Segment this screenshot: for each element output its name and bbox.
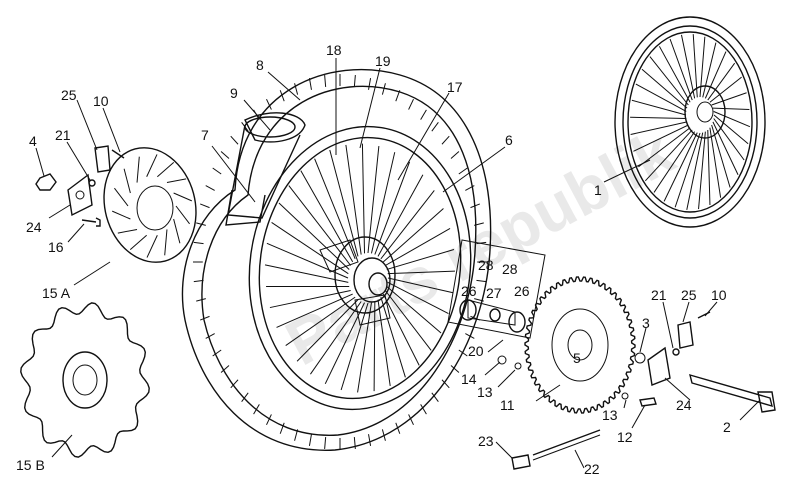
- callout-labels: 1 2 3 4 5 6 7 8 9 10 10 11 12 13 13 14 1…: [16, 42, 731, 477]
- callout-22: 22: [584, 461, 600, 477]
- callout-14: 14: [461, 371, 477, 387]
- screw-part-21b: [672, 348, 680, 356]
- bolt-part-16: [81, 217, 101, 227]
- bracket-part-24b: [647, 346, 671, 386]
- callout-4: 4: [29, 133, 37, 149]
- callout-15b: 15 B: [16, 457, 45, 473]
- callout-20: 20: [468, 343, 484, 359]
- screw-part-21: [88, 179, 96, 187]
- washer-part-13b: [621, 392, 629, 400]
- callout-9: 9: [230, 85, 238, 101]
- bracket-part-24: [67, 173, 93, 217]
- callout-6: 6: [505, 132, 513, 148]
- callout-15a: 15 A: [42, 285, 71, 301]
- callout-7: 7: [201, 127, 209, 143]
- left-small-parts: [35, 145, 125, 227]
- rim-and-spokes: [248, 125, 472, 411]
- callout-25b: 25: [681, 287, 697, 303]
- washer-part-20: [497, 355, 507, 365]
- callout-24a: 24: [26, 219, 42, 235]
- callout-25a: 25: [61, 87, 77, 103]
- complete-wheel-part-1: [614, 16, 766, 228]
- washer-part-13a: [514, 362, 522, 370]
- bearing-spacer-box: [447, 239, 546, 339]
- callout-10b: 10: [711, 287, 727, 303]
- callout-1: 1: [594, 182, 602, 198]
- inner-tube-part-9: [227, 112, 306, 219]
- pin-part-10: [111, 149, 125, 159]
- callout-26a: 26: [461, 283, 477, 299]
- callout-21a: 21: [55, 127, 71, 143]
- callout-13a: 13: [477, 384, 493, 400]
- callout-3: 3: [642, 315, 650, 331]
- callout-21b: 21: [651, 287, 667, 303]
- nut-part-4: [35, 173, 57, 191]
- chain-part-22: [532, 429, 601, 456]
- callout-10a: 10: [93, 93, 109, 109]
- callout-8: 8: [256, 57, 264, 73]
- callout-28a: 28: [478, 257, 494, 273]
- chain-link-part-23: [511, 454, 531, 470]
- callout-11: 11: [500, 397, 515, 413]
- callout-16: 16: [48, 239, 64, 255]
- callout-24b: 24: [676, 397, 692, 413]
- rim-strip-part-7: [225, 189, 266, 226]
- axle-part-2: [689, 373, 773, 408]
- sprocket-part-5: [524, 276, 636, 414]
- axle-head: [757, 391, 776, 413]
- leader-lines: [35, 58, 761, 469]
- right-small-parts: [497, 311, 776, 470]
- callout-18: 18: [326, 42, 342, 58]
- washer-part-3: [634, 352, 646, 364]
- callout-28b: 28: [502, 261, 518, 277]
- callout-27: 27: [486, 285, 502, 301]
- brake-disc-15a: [103, 147, 197, 263]
- callout-13b: 13: [602, 407, 618, 423]
- adjuster-part-25: [94, 145, 111, 173]
- callout-19: 19: [375, 53, 391, 69]
- callout-12: 12: [617, 429, 633, 445]
- adjuster-part-25b: [677, 321, 694, 349]
- wheel-hub: [319, 236, 396, 326]
- callout-5: 5: [573, 350, 581, 366]
- callout-17: 17: [447, 79, 463, 95]
- callout-2: 2: [723, 419, 731, 435]
- callout-23: 23: [478, 433, 494, 449]
- callout-26b: 26: [514, 283, 530, 299]
- bolt-part-12: [639, 397, 657, 407]
- brake-disc-15b: [20, 302, 150, 458]
